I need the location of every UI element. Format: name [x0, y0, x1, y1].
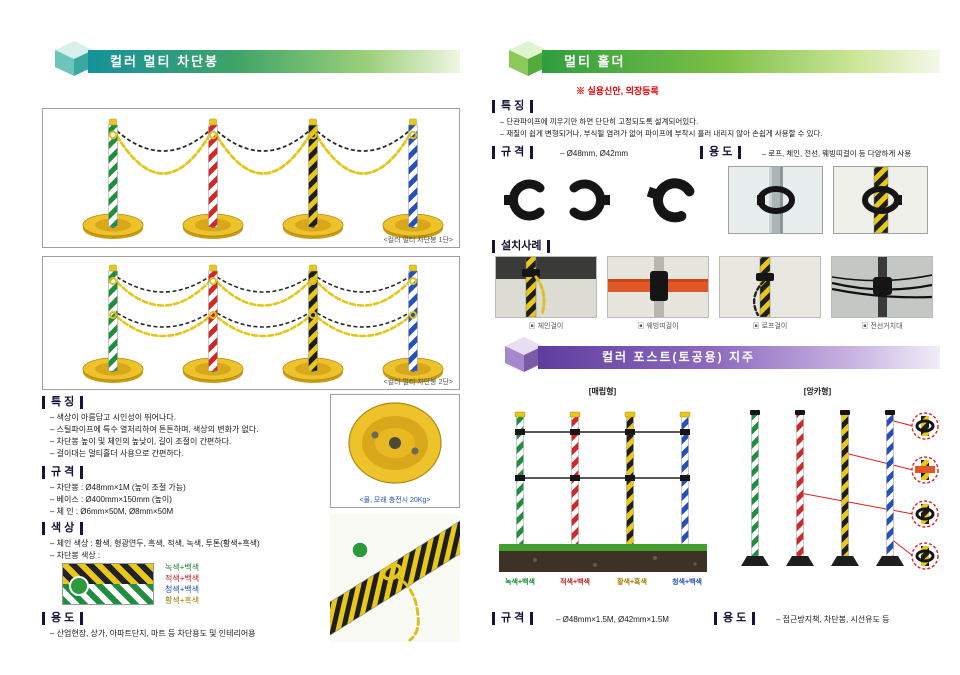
install-photo-rope [719, 256, 821, 318]
ground-label-olive: 황색+흑색 [617, 579, 647, 586]
brand-logo-circle [69, 576, 89, 596]
section-heading-features: 특 징 [42, 396, 84, 409]
buried-type-label: [매립형] [588, 387, 617, 396]
chain-colors-line: – 체인 색상 : 황색, 형광연두, 흑색, 적색, 녹색, 투톤(황색+흑색… [50, 539, 260, 548]
holder-feature-line: – 단관파이프에 끼우기만 하면 단단히 고정되도록 설계되어있다. [500, 117, 699, 126]
spec-line: – 베이스 : Ø400mm×150mm (높이) [50, 495, 172, 504]
holder-photo-pair [495, 168, 620, 232]
holder-clip-illustration [646, 178, 695, 223]
post-specs-value: – Ø48mm×1.5M, Ø42mm×1.5M [556, 615, 669, 624]
barrier-1tier-caption: <컬러 멀티 차단봉 1단> [383, 237, 453, 244]
install-caption-webbing: ▣ 웨빙띠걸이 [637, 323, 679, 330]
pole-color-option: 청색+백색 [165, 585, 200, 594]
install-photo-webbing [607, 256, 709, 318]
section-heading-holder-features: 특 징 [492, 100, 534, 113]
holder-uses-value: – 로프, 체인, 전선, 웨빙띠걸이 등 다양하게 사용 [762, 149, 912, 158]
install-webbing-illustration [608, 257, 708, 317]
holder-feature-line: – 재질이 쉽게 변형되거나, 부식될 염려가 없어 파이프에 부착시 흘러 내… [500, 129, 823, 138]
install-caption-cable: ▣ 전선거치대 [861, 323, 903, 330]
spec-line: – 차단봉 : Ø48mm×1M (높이 조절 가능) [50, 483, 186, 492]
section-heading-post-uses: 용 도 [714, 612, 756, 625]
install-photo-chain [495, 256, 597, 318]
section-heading-holder-uses: 용 도 [700, 146, 742, 159]
barrier-title: 컬러 멀티 차단봉 [110, 54, 219, 69]
ground-label-green: 녹색+백색 [505, 579, 535, 586]
holder-on-pipe-photo [728, 166, 823, 234]
install-caption-rope: ▣ 로프걸이 [752, 323, 788, 330]
pole-color-option: 적색+백색 [165, 574, 200, 583]
section-heading-specs: 규 격 [42, 466, 84, 479]
pole-closeup-illustration [310, 518, 480, 642]
install-cable-illustration [831, 257, 933, 317]
pole-color-option: 녹색+백색 [165, 563, 200, 572]
barrier-image-2tier-box: <컬러 멀티 차단봉 2단> [42, 256, 460, 390]
holder-specs-value: – Ø48mm, Ø42mm [560, 149, 629, 158]
section-heading-holder-specs: 규 격 [492, 146, 534, 159]
ground-label-red: 적색+백색 [560, 579, 590, 586]
pole-colors-label: – 차단봉 색상 : [50, 551, 101, 560]
feature-line: – 차단봉 높이 및 체인의 높낮이, 길이 조절이 간편하다. [50, 437, 232, 446]
section-heading-post-specs: 규 격 [492, 612, 534, 625]
pole-color-option: 황색+흑색 [165, 596, 200, 605]
ground-label-blue: 청색+백색 [672, 579, 702, 586]
install-chain-illustration [496, 256, 596, 318]
holder-title: 멀티 홀더 [564, 54, 626, 69]
post-title: 컬러 포스트(토공용) 지주 [602, 350, 756, 364]
barrier-2tier-caption: <컬러 멀티 차단봉 2단> [383, 379, 453, 386]
install-rope-illustration [752, 256, 774, 318]
banner-barrier: 컬러 멀티 차단봉 [88, 50, 460, 73]
holder-on-pipe-illustration [757, 167, 795, 233]
patent-note: ※ 실용신안, 의장등록 [576, 86, 659, 96]
anchor-posts-illustration [741, 410, 939, 570]
base-caption: <물, 모래 충전시 20Kg> [359, 497, 431, 504]
section-heading-uses: 용 도 [42, 612, 84, 625]
holder-photo-single [632, 168, 717, 232]
anchor-type-label: [앙카형] [803, 387, 832, 396]
post-uses-value: – 접근방지책, 차단봉, 시선유도 등 [776, 615, 890, 624]
uses-line: – 산업현장, 상가, 아파트단지, 마트 등 차단용도 및 인테리어용 [50, 629, 256, 638]
holder-on-striped-pole-illustration [862, 166, 902, 234]
section-heading-colors: 색 상 [42, 522, 84, 535]
holder-on-striped-pole-photo [833, 166, 928, 234]
pole-closeup-photo [310, 514, 480, 642]
buried-posts-illustration [499, 411, 707, 572]
install-photo-cable [831, 256, 933, 318]
barrier-illustration-1tier [82, 118, 444, 240]
feature-line: – 걸이대는 멀티홀더 사용으로 간편하다. [50, 449, 184, 458]
barrier-image-1tier-box: <컬러 멀티 차단봉 1단> [42, 108, 460, 248]
install-caption-chain: ▣ 체인걸이 [528, 323, 564, 330]
feature-line: – 색상이 아름답고 시인성이 뛰어나다. [50, 413, 176, 422]
stripe-swatch-image [62, 563, 154, 605]
holder-clips-illustration [504, 179, 610, 221]
base-topview-illustration [348, 402, 442, 484]
feature-line: – 스틸파이프에 특수 열처리하여 튼튼하며, 색상의 변화가 없다. [50, 425, 259, 434]
base-topview-box: <물, 모래 충전시 20Kg> [330, 394, 460, 508]
section-heading-install: 설치사례 [492, 240, 551, 253]
banner-post: 컬러 포스트(토공용) 지주 [538, 346, 940, 369]
spec-line: – 체 인 : Ø6mm×50M, Ø8mm×50M [50, 507, 174, 516]
banner-holder: 멀티 홀더 [542, 50, 940, 73]
barrier-illustration-2tier [82, 264, 444, 384]
